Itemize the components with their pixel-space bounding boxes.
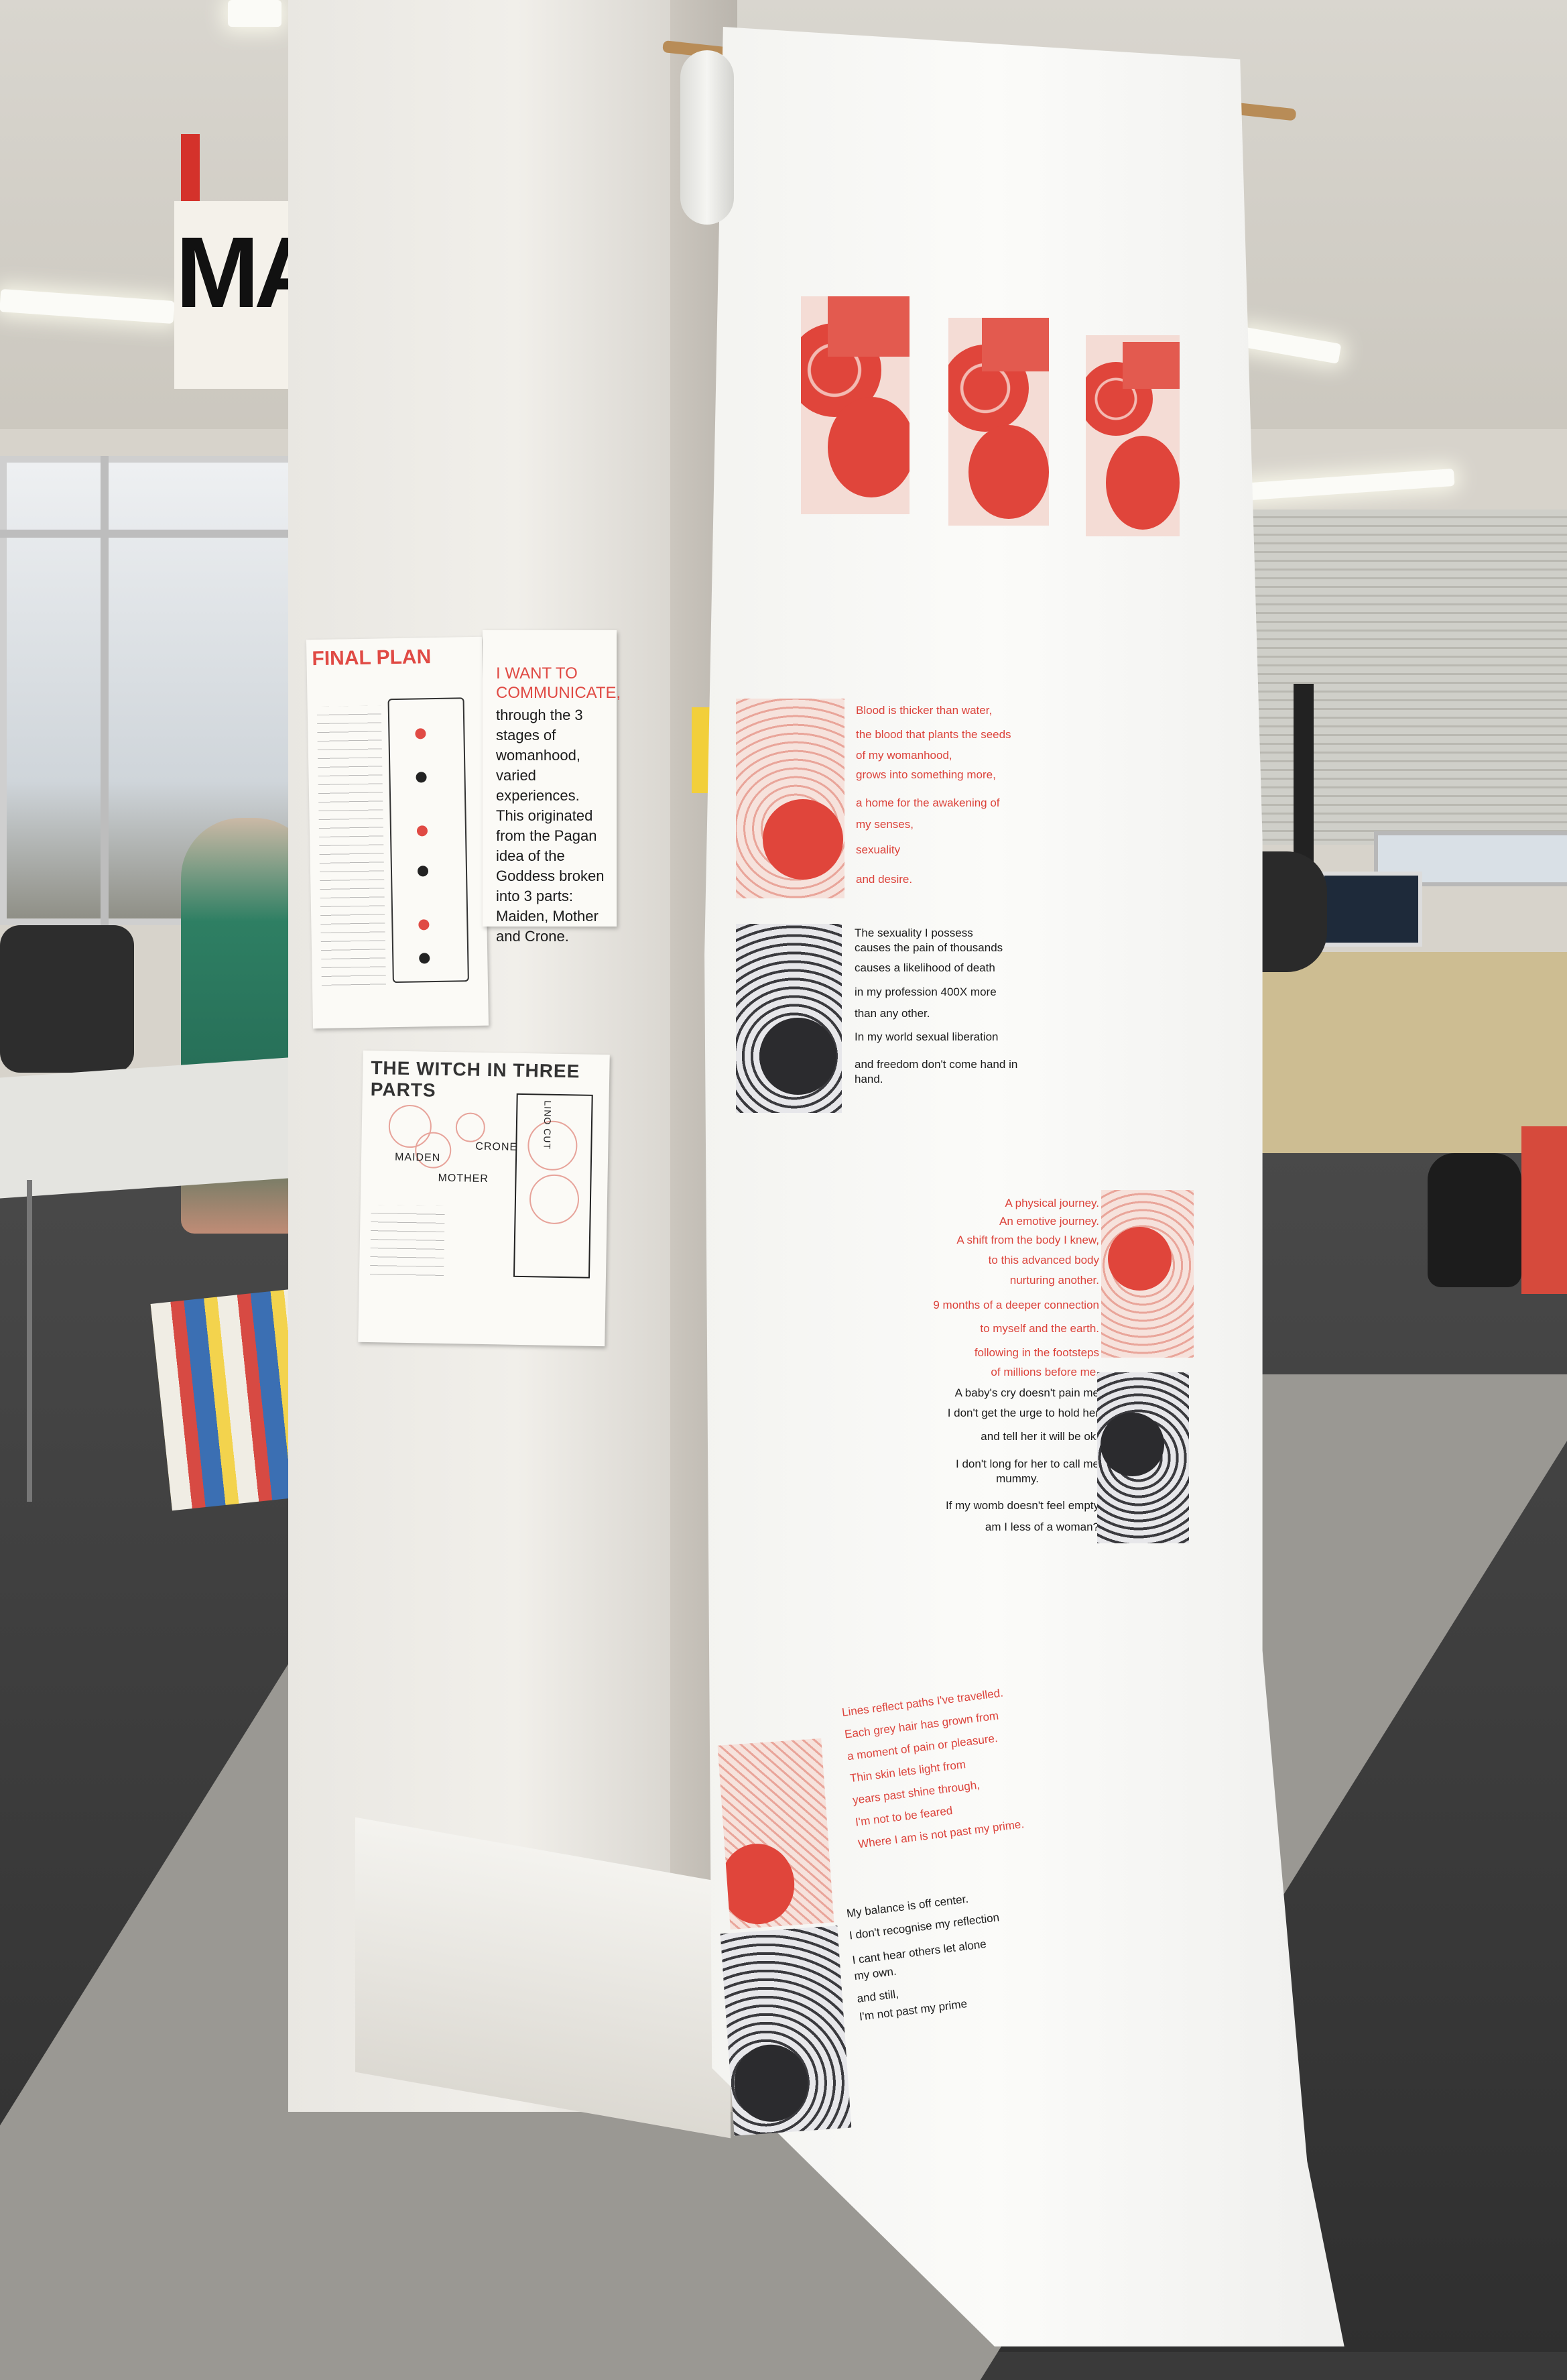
poem-line: I don't long for her to call me <box>956 1457 1099 1470</box>
poem-line: I don't get the urge to hold her <box>947 1407 1099 1419</box>
sketch-circle <box>455 1112 486 1143</box>
poem-line: A shift from the body I knew, <box>956 1234 1099 1246</box>
print-circle <box>763 799 843 880</box>
ceiling-light <box>228 0 281 27</box>
lino-print-red <box>801 296 910 514</box>
bag <box>1521 1126 1567 1294</box>
window-frame <box>0 530 308 538</box>
poem-line: I cant hear others let alone <box>851 1937 987 1967</box>
banner-text: MA <box>176 216 290 329</box>
poem-crone-dark: My balance is off center. I don't recogn… <box>846 1881 1075 2041</box>
handwritten-notes <box>316 705 387 989</box>
poem-crone: Lines reflect paths I've travelled. Each… <box>841 1677 1101 1872</box>
lino-print-black <box>720 1925 852 2136</box>
poem-line: to myself and the earth. <box>980 1322 1099 1335</box>
lino-print-red <box>1101 1190 1194 1358</box>
poem-line: mummy. <box>996 1472 1039 1485</box>
desk <box>1220 952 1567 1153</box>
poem-line: of my womanhood, <box>856 749 952 762</box>
label-mother: MOTHER <box>438 1172 489 1185</box>
print-block <box>1123 342 1180 389</box>
poem-line: and tell her it will be ok. <box>981 1430 1099 1443</box>
poem-line: In my world sexual liberation <box>855 1030 999 1043</box>
poem-line: and freedom don't come hand in <box>855 1058 1018 1071</box>
poem-line: my own. <box>853 1964 897 1983</box>
print-block <box>982 318 1049 371</box>
poem-line: 9 months of a deeper connection <box>933 1299 1099 1311</box>
lino-print-black <box>736 924 842 1113</box>
print-circle <box>828 397 910 497</box>
lino-print-red <box>736 699 844 898</box>
banner <box>174 201 288 389</box>
poem-line: grows into something more, <box>856 768 996 781</box>
print-circle <box>968 425 1049 519</box>
label-maiden: MAIDEN <box>394 1151 441 1164</box>
poem-line: nurturing another. <box>1009 1274 1099 1287</box>
computer-monitor <box>1320 872 1422 947</box>
poem-line: An emotive journey. <box>999 1215 1099 1228</box>
poem-line: a home for the awakening of <box>856 796 1000 809</box>
poem-line: Thin skin lets light from <box>849 1758 966 1785</box>
poem-line: my senses, <box>856 818 914 831</box>
poem-line: am I less of a woman? <box>985 1521 1099 1533</box>
lino-print-black <box>1097 1372 1189 1543</box>
handwritten-notes <box>369 1205 445 1280</box>
lino-print-red <box>717 1738 834 1930</box>
poster-communicate: I WANT TO COMMUNICATE, through the 3 sta… <box>483 630 621 945</box>
poem-line: causes a likelihood of death <box>855 961 995 974</box>
poem-line: Blood is thicker than water, <box>856 704 993 717</box>
poem-line: in my profession 400X more <box>855 986 997 998</box>
print-circle <box>1106 436 1180 530</box>
table <box>0 1054 335 1199</box>
poem-line: sexuality <box>856 843 901 856</box>
poem-line: I'm not to be feared <box>855 1803 954 1829</box>
print-circle <box>1108 1227 1172 1291</box>
poster-heading: I WANT TO COMMUNICATE, <box>496 664 621 702</box>
poem-maiden: Blood is thicker than water, the blood t… <box>856 704 1070 905</box>
poem-mother-dark: A baby's cry doesn't pain me I don't get… <box>925 1386 1099 1547</box>
backpack <box>1428 1153 1521 1287</box>
poster-title: FINAL PLAN <box>312 646 432 670</box>
poem-line: the blood that plants the seeds <box>856 728 1011 741</box>
chair <box>0 925 134 1073</box>
label-lino-cut: LINO CUT <box>542 1100 554 1150</box>
paper-roll <box>680 50 734 225</box>
poem-line: A baby's cry doesn't pain me <box>954 1386 1099 1399</box>
print-circle <box>1101 1413 1164 1476</box>
poem-line: to this advanced body <box>988 1254 1099 1266</box>
window-frame <box>101 456 109 925</box>
poem-line: If my womb doesn't feel empty <box>945 1499 1099 1512</box>
print-block <box>828 296 910 357</box>
poster-final-plan: FINAL PLAN <box>306 636 489 1029</box>
lino-print-red <box>1086 335 1180 536</box>
poem-mother: A physical journey. An emotive journey. … <box>925 1197 1099 1398</box>
poster-body: through the 3 stages of womanhood, varie… <box>496 707 605 945</box>
print-circle <box>759 1018 836 1095</box>
poem-line: of millions before me. <box>991 1366 1099 1378</box>
poster-witch: THE WITCH IN THREE PARTS MAIDEN CRONE MO… <box>358 1050 610 1347</box>
poem-line: following in the footsteps <box>974 1346 1099 1359</box>
poem-line: A physical journey. <box>1005 1197 1099 1209</box>
lino-print-red <box>948 318 1049 526</box>
print-circle <box>731 2042 811 2125</box>
poem-line: hand. <box>855 1073 883 1085</box>
poem-line: causes the pain of thousands <box>855 941 1003 954</box>
poem-line: than any other. <box>855 1007 930 1020</box>
poem-line: and desire. <box>856 873 913 886</box>
poem-line: The sexuality I possess <box>855 927 973 939</box>
sketch-scroll <box>387 697 469 984</box>
print-circle <box>718 1841 798 1927</box>
label-crone: CRONE <box>475 1140 518 1153</box>
window-blinds <box>1227 510 1567 845</box>
poem-maiden-dark: The sexuality I possess causes the pain … <box>855 927 1069 1101</box>
poem-line: and still, <box>856 1987 899 2005</box>
